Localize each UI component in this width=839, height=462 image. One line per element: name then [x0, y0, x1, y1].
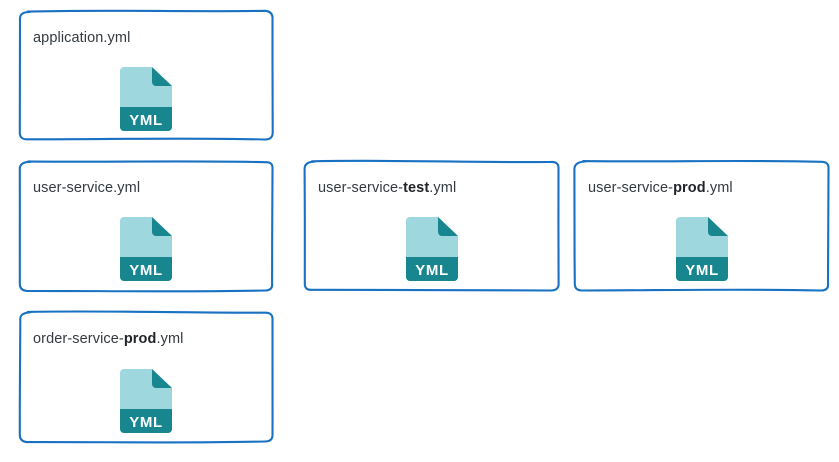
svg-text:YML: YML: [129, 414, 162, 431]
filename-segment: user-service-: [588, 180, 674, 196]
yml-file-icon: YML: [405, 217, 458, 281]
filename-segment: .yml: [429, 180, 457, 196]
card-filename-label: user-service-test.yml: [318, 179, 456, 197]
yml-file-icon: YML: [120, 369, 172, 433]
svg-text:YML: YML: [415, 262, 448, 279]
config-file-card-user-service-test-yml[interactable]: user-service-test.yml YML: [303, 159, 560, 292]
filename-segment: user-service.yml: [33, 180, 141, 196]
filename-segment: prod: [673, 180, 706, 196]
filename-segment: application.yml: [33, 30, 131, 46]
svg-text:YML: YML: [129, 262, 162, 279]
filename-segment: order-service-: [33, 331, 124, 347]
yml-file-icon: YML: [120, 67, 172, 131]
svg-text:YML: YML: [129, 112, 162, 129]
yml-file-icon: YML: [675, 217, 728, 281]
filename-segment: prod: [123, 331, 157, 347]
card-filename-label: application.yml: [33, 29, 130, 47]
svg-text:YML: YML: [685, 262, 718, 279]
card-filename-label: user-service.yml: [33, 179, 140, 197]
card-filename-label: user-service-prod.yml: [588, 179, 733, 197]
config-file-card-user-service-yml[interactable]: user-service.yml YML: [18, 160, 274, 293]
yml-file-icon: YML: [120, 217, 172, 281]
filename-segment: user-service-: [318, 180, 404, 196]
config-file-card-application-yml[interactable]: application.yml YML: [18, 9, 274, 141]
filename-segment: test: [403, 180, 430, 196]
config-file-card-user-service-prod-yml[interactable]: user-service-prod.yml YML: [573, 159, 830, 292]
filename-segment: .yml: [156, 331, 184, 347]
card-filename-label: order-service-prod.yml: [33, 330, 183, 348]
filename-segment: .yml: [705, 180, 733, 196]
config-file-card-order-service-prod-yml[interactable]: order-service-prod.yml YML: [18, 310, 274, 444]
